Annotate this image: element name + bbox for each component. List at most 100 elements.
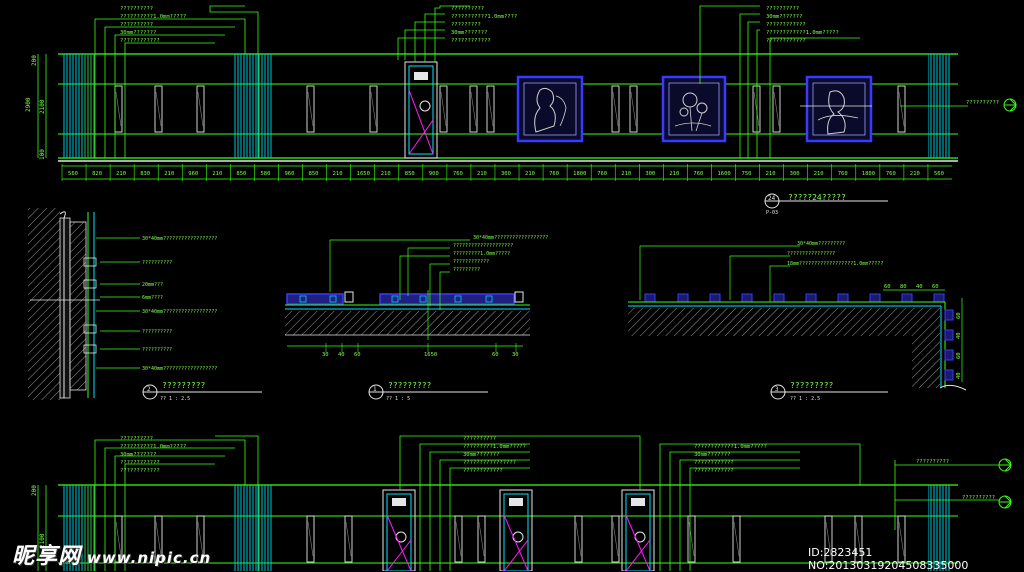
slot-panel	[154, 85, 163, 133]
wood-block	[944, 369, 954, 381]
callout-label: ????????????	[120, 38, 160, 44]
slot-panel	[439, 85, 448, 133]
dimension-label: 900	[429, 171, 439, 177]
dimension-label: 830	[140, 171, 150, 177]
slot-panel	[154, 515, 163, 563]
dimension-label: 1800	[573, 171, 586, 177]
callout-label: ???????????1.0mm????	[451, 14, 517, 20]
dimension-label: 210	[381, 171, 391, 177]
door-panel	[621, 489, 655, 571]
dimension-label: 210	[116, 171, 126, 177]
wood-block	[709, 293, 721, 303]
annotation-label: ??????????	[142, 260, 172, 266]
callout-label: ????????????????	[463, 460, 516, 466]
dimension-label: 820	[92, 171, 102, 177]
slot-panel	[344, 515, 353, 563]
dimension-label: 40	[338, 352, 345, 358]
dimension-label: 960	[285, 171, 295, 177]
callout-label: ????????????1.0mm?????	[766, 30, 839, 36]
dimension-label: 760	[886, 171, 896, 177]
image-identifier: ID:2823451 NO:20130319204508335000	[808, 546, 969, 572]
dimension-label: 580	[260, 171, 270, 177]
annotation-label: ????????????????	[787, 251, 835, 257]
slot-panel	[824, 515, 833, 563]
slot-panel	[477, 515, 486, 563]
wood-block	[837, 293, 849, 303]
callout-label: ??????????	[451, 6, 484, 12]
wood-block	[944, 349, 954, 361]
dimension-label: 210	[621, 171, 631, 177]
door-panel	[499, 489, 533, 571]
callout-label: ??????????	[120, 6, 153, 12]
annotation-label: ????????????????????	[453, 243, 513, 249]
bottom-right-callout-1: ??????????	[916, 459, 949, 465]
artwork-frame-3	[800, 75, 873, 143]
section-1-title: ?????????	[162, 381, 206, 390]
section-3-scale: ?? 1 : 2.5	[790, 396, 820, 402]
top-dim-left-3: 100	[39, 149, 46, 160]
callout-label: 30mm???????	[694, 452, 730, 458]
dimension-label: 300	[501, 171, 511, 177]
slot-panel	[772, 85, 781, 133]
slot-panel	[687, 515, 696, 563]
wall-slot-panels	[114, 85, 906, 133]
dimension-label: 210	[477, 171, 487, 177]
callout-label: ??????????1.0mm?????	[120, 444, 186, 450]
sheet-ref-number: 24	[768, 195, 776, 202]
artwork-frame-2	[661, 75, 727, 143]
slot-panel	[897, 515, 906, 563]
callout-label: ????????????1.0mm?????	[694, 444, 767, 450]
section-detail-3: 30*40mm?????????????????????????18mm????…	[628, 241, 967, 402]
slot-panel	[469, 85, 478, 133]
slot-panel	[574, 515, 583, 563]
clip-bracket	[83, 324, 97, 334]
top-dim-left-2: 2100	[39, 99, 46, 114]
bottom-elevation: 200 2100 ?????????? ??????????1.0mm????? 3…	[31, 435, 1012, 571]
callout-label: ??????????	[120, 436, 153, 442]
wood-block	[677, 293, 689, 303]
annotation-label: 30*40mm??????????????????	[142, 366, 217, 372]
sheet-reference: 24 P-03 ?????24?????	[764, 193, 888, 216]
dimension-label: 210	[212, 171, 222, 177]
dimension-label: 60	[492, 352, 499, 358]
dimension-label: 60	[956, 352, 962, 359]
bottom-dim-left-1: 2100	[39, 533, 46, 548]
door-panel	[382, 489, 416, 571]
clip-bracket	[83, 257, 97, 267]
slot-panel	[611, 515, 620, 563]
dimension-label: 760	[693, 171, 703, 177]
dimension-label: 300	[790, 171, 800, 177]
dimension-label: 760	[453, 171, 463, 177]
callout-label: 30mm???????	[766, 14, 802, 20]
artwork-frame-1	[516, 75, 584, 143]
dimension-label: 1650	[357, 171, 370, 177]
sheet-ref-title: ?????24?????	[788, 193, 846, 202]
dimension-label: 210	[766, 171, 776, 177]
bottom-dim-left-0: 200	[31, 485, 38, 496]
annotation-label: ?????????	[453, 267, 480, 273]
slot-panel	[306, 85, 315, 133]
dimension-label: 1650	[424, 352, 437, 358]
callout-label: ????????????	[120, 460, 160, 466]
callout-label: 30mm???????	[451, 30, 487, 36]
section-1-tag: 2	[147, 386, 151, 393]
dimension-label: 40	[956, 372, 962, 379]
slot-panel	[732, 515, 741, 563]
section-2-tag: 1	[373, 386, 377, 393]
callout-label: ??????????	[120, 22, 153, 28]
section-1-scale: ?? 1 : 2.5	[160, 396, 190, 402]
callout-label: ????????????	[120, 468, 160, 474]
slot-panel	[196, 515, 205, 563]
annotation-label: 30*40mm??????????????????	[142, 309, 217, 315]
top-dim-left-1: 2900	[25, 97, 32, 112]
annotation-label: ????????????	[453, 259, 489, 265]
section-detail-1: 30*40mm????????????????????????????20mm?…	[28, 208, 262, 402]
slot-panel	[629, 85, 638, 133]
dimension-label: 750	[742, 171, 752, 177]
dimension-label: 210	[333, 171, 343, 177]
dimension-label: 760	[597, 171, 607, 177]
wood-block	[901, 293, 913, 303]
